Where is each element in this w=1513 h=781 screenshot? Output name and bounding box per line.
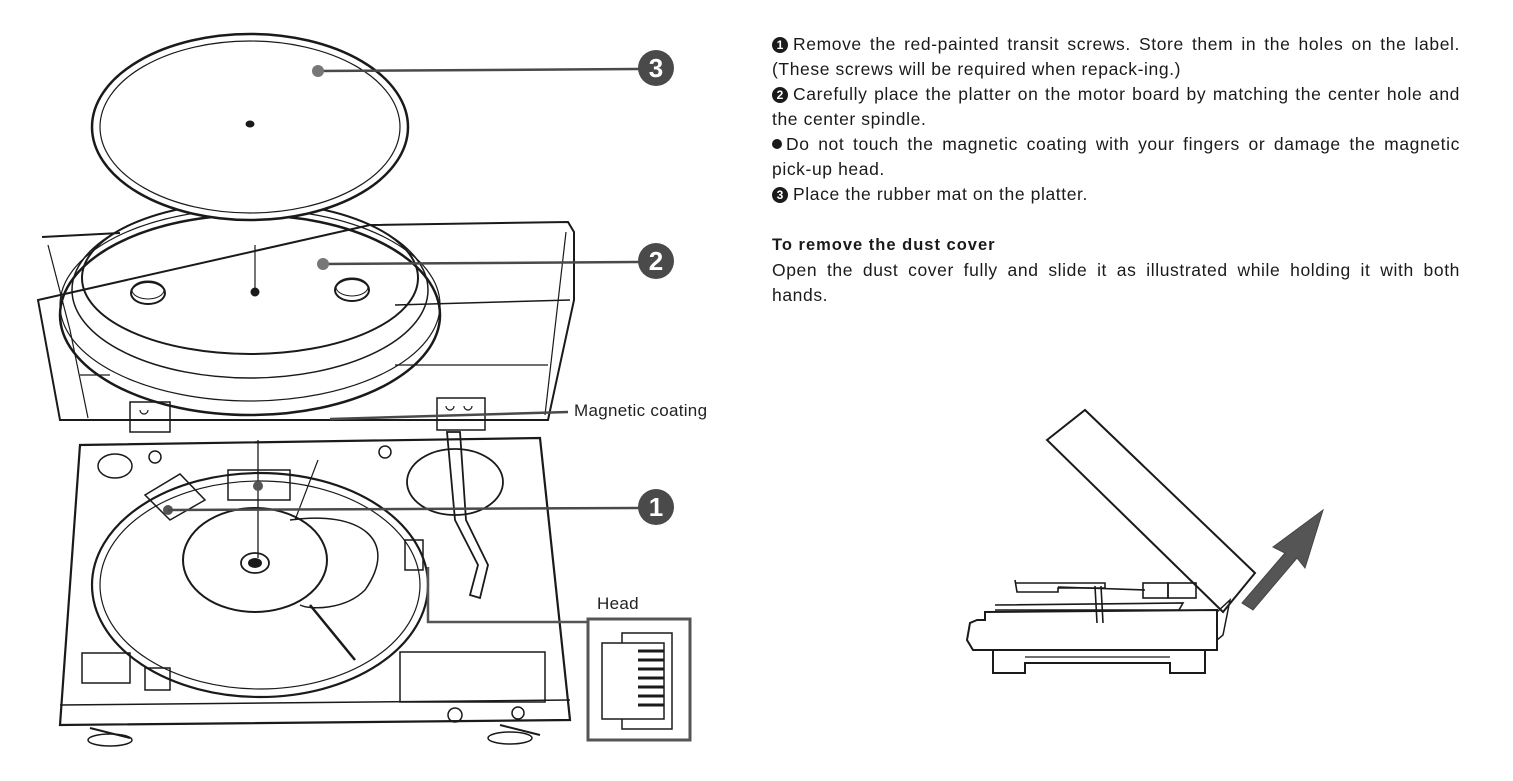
step-3: 3 Place the rubber mat on the platter.	[772, 182, 1460, 207]
turntable-side-view	[965, 579, 1232, 674]
callout-3: 3	[638, 50, 674, 86]
step-2-marker: 2	[772, 87, 788, 103]
step-3-marker: 3	[772, 187, 788, 203]
step-2-text: Carefully place the platter on the motor…	[772, 84, 1460, 129]
turntable-base	[58, 431, 572, 747]
callout-1: 1	[638, 489, 674, 525]
head-detail	[426, 567, 692, 742]
dust-cover-text: Open the dust cover fully and slide it a…	[772, 260, 1460, 305]
turntable-exploded-diagram	[36, 32, 692, 747]
bullet-icon	[772, 139, 782, 149]
rubber-mat	[90, 32, 410, 222]
slide-direction-arrow-icon	[1241, 508, 1324, 611]
step-3-text: Place the rubber mat on the platter.	[793, 184, 1088, 204]
dust-cover-removal-diagram	[965, 408, 1324, 674]
head-label: Head	[597, 594, 639, 613]
callout-1-leader	[167, 506, 641, 512]
dust-cover	[36, 220, 575, 421]
callout-3-leader	[317, 67, 641, 73]
open-dust-cover	[1045, 408, 1257, 614]
caution-note: Do not touch the magnetic coating with y…	[772, 132, 1460, 182]
dust-cover-heading: To remove the dust cover	[772, 236, 996, 254]
callout-2: 2	[638, 243, 674, 279]
hinge-left	[129, 401, 171, 433]
magnetic-coating-leader	[329, 410, 569, 421]
step-1-marker: 1	[772, 37, 788, 53]
step-1-text: Remove the red-painted transit screws. S…	[772, 34, 1460, 79]
callout-2-leader	[322, 260, 641, 266]
caution-note-text: Do not touch the magnetic coating with y…	[772, 134, 1460, 179]
magnetic-coating-label: Magnetic coating	[574, 401, 708, 420]
